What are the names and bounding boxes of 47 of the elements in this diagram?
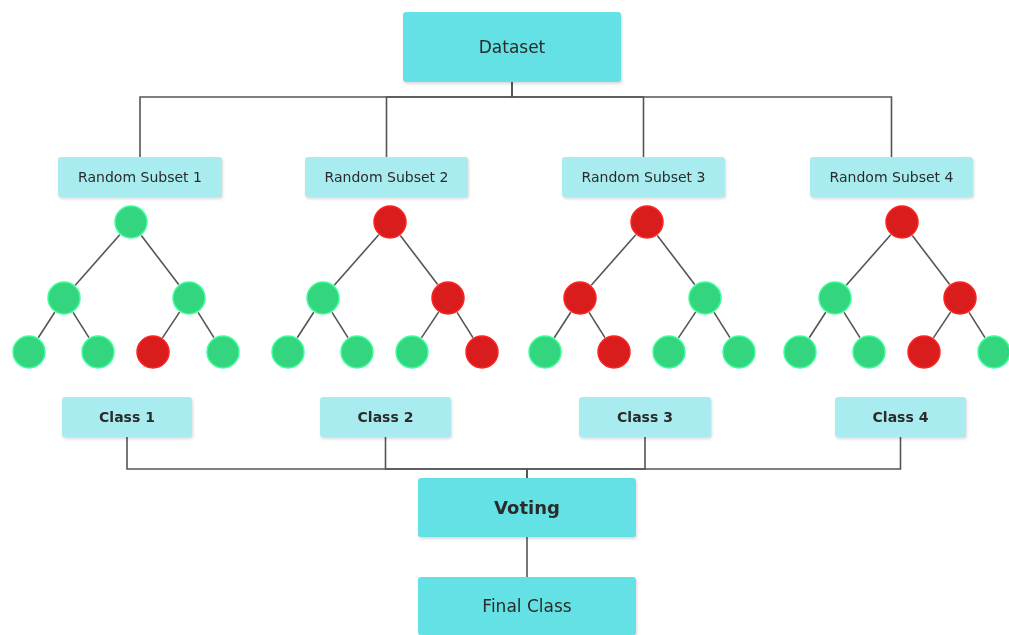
connector-line xyxy=(553,311,572,339)
connector-line xyxy=(526,536,528,578)
connector-line xyxy=(845,233,892,287)
connector-line xyxy=(140,234,180,286)
connector-line xyxy=(420,311,440,339)
connector-line xyxy=(296,311,315,339)
connector-line xyxy=(677,311,697,339)
subset-box xyxy=(810,157,973,197)
connector-line xyxy=(331,311,349,339)
connector-line xyxy=(808,311,827,339)
box-label: Final Class xyxy=(482,596,572,616)
class-box xyxy=(62,397,192,437)
subset-box xyxy=(58,157,222,197)
class-box xyxy=(835,397,966,437)
dataset-box xyxy=(403,12,621,82)
connector-line xyxy=(968,311,986,339)
box-label: Class 3 xyxy=(617,409,673,425)
connector-line xyxy=(197,311,215,339)
subset-box xyxy=(305,157,468,197)
connector-line xyxy=(456,311,474,339)
connector-line xyxy=(932,311,952,339)
box-label: Class 4 xyxy=(872,409,929,425)
connector-line xyxy=(72,311,90,339)
connector-line xyxy=(590,233,637,287)
box-label: Dataset xyxy=(478,37,546,57)
connector-line xyxy=(333,233,380,287)
connector-line xyxy=(37,311,56,339)
final-class-box xyxy=(418,577,636,635)
voting-box xyxy=(418,478,636,537)
connector-line xyxy=(713,311,731,339)
subset-box xyxy=(562,157,725,197)
box-label: Random Subset 2 xyxy=(324,169,449,185)
box-label: Random Subset 1 xyxy=(78,169,202,185)
box-label: Random Subset 4 xyxy=(829,169,954,185)
box-label: Class 2 xyxy=(357,409,414,425)
box-label: Class 1 xyxy=(99,409,155,425)
connector-line xyxy=(74,233,121,287)
connector-line xyxy=(911,234,951,286)
connector-line xyxy=(161,311,181,339)
box-label: Voting xyxy=(494,497,560,518)
connector-line xyxy=(656,234,696,286)
connector-line xyxy=(843,311,861,339)
connector-line xyxy=(588,311,606,339)
box-label: Random Subset 3 xyxy=(581,169,706,185)
connector-line xyxy=(399,234,439,286)
class-box xyxy=(579,397,711,437)
class-box xyxy=(320,397,451,437)
